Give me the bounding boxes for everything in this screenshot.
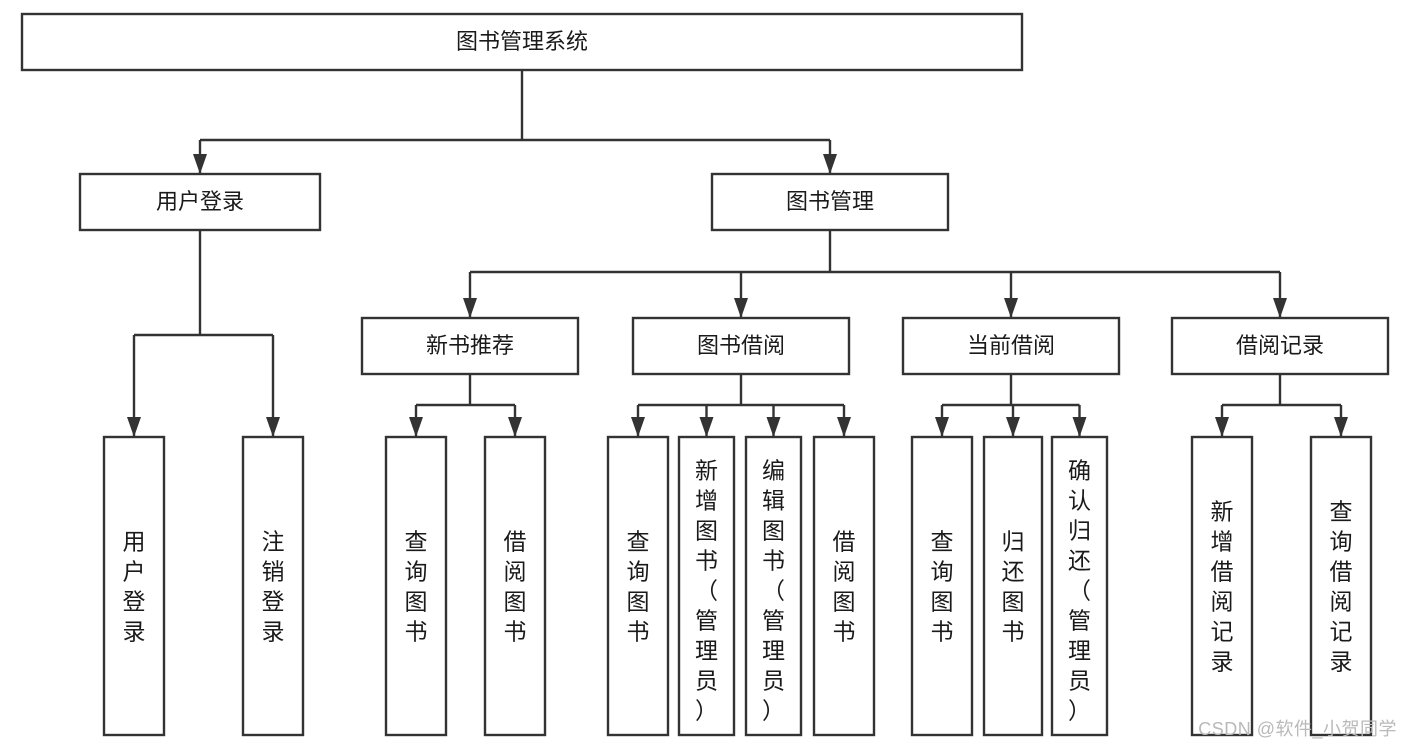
- node-box-user-login: [78, 172, 322, 232]
- node-new-book-rec[interactable]: 新书推荐: [360, 316, 580, 376]
- node-label-leaf-user-login: 用户登录: [123, 528, 146, 644]
- arrow-head-icon: [699, 417, 714, 437]
- node-root[interactable]: 图书管理系统: [20, 12, 1024, 72]
- arrow-head-icon: [766, 417, 781, 437]
- node-label-l-query-book-2: 查询图书: [627, 528, 650, 644]
- node-label-l-query-book-1: 查询图书: [405, 528, 428, 644]
- node-l-query-book-2[interactable]: 查询图书: [606, 435, 670, 737]
- node-label-book-manage: 图书管理: [786, 189, 874, 214]
- node-box-l-query-book-3: [910, 435, 974, 737]
- node-l-borrow-book-1[interactable]: 借阅图书: [483, 435, 547, 737]
- node-label-leaf-user-logout: 注销登录: [262, 528, 285, 644]
- node-label-l-borrow-book-1: 借阅图书: [504, 528, 527, 644]
- node-box-l-borrow-book-1: [483, 435, 547, 737]
- arrow-head-icon: [409, 417, 423, 437]
- node-label-current-borrow: 当前借阅: [967, 333, 1055, 358]
- node-label-l-query-book-3: 查询图书: [931, 528, 954, 644]
- node-box-l-borrow-book-2: [812, 435, 876, 737]
- node-l-add-record[interactable]: 新增借阅记录: [1190, 435, 1254, 737]
- arrow-head-icon: [266, 417, 280, 437]
- node-label-borrow-record: 借阅记录: [1236, 333, 1324, 358]
- node-l-confirm-return[interactable]: 确认归还（管理员）: [1050, 435, 1109, 737]
- arrow-head-icon: [631, 417, 645, 437]
- arrow-head-icon: [127, 417, 141, 437]
- node-book-borrow[interactable]: 图书借阅: [631, 316, 851, 376]
- node-l-borrow-book-2[interactable]: 借阅图书: [812, 435, 876, 737]
- node-label-book-borrow: 图书借阅: [697, 333, 785, 358]
- node-label-l-add-book: 新增图书（管理员）: [695, 457, 718, 723]
- arrow-head-icon: [823, 154, 837, 174]
- node-label-l-query-record: 查询借阅记录: [1330, 498, 1353, 674]
- node-l-query-record[interactable]: 查询借阅记录: [1309, 435, 1373, 737]
- node-leaf-user-logout[interactable]: 注销登录: [241, 435, 305, 737]
- node-label-l-add-record: 新增借阅记录: [1211, 498, 1234, 674]
- node-label-l-borrow-book-2: 借阅图书: [833, 528, 856, 644]
- node-box-l-confirm-return: [1050, 435, 1109, 737]
- connector-layer: [127, 70, 1348, 437]
- arrow-head-icon: [1215, 417, 1229, 437]
- node-box-l-add-record: [1190, 435, 1254, 737]
- node-l-edit-book[interactable]: 编辑图书（管理员）: [744, 435, 803, 737]
- node-box-l-return-book: [982, 435, 1044, 737]
- node-user-login[interactable]: 用户登录: [78, 172, 322, 232]
- node-layer: 图书管理系统用户登录图书管理新书推荐图书借阅当前借阅借阅记录用户登录注销登录查询…: [20, 12, 1390, 737]
- node-book-manage[interactable]: 图书管理: [710, 172, 950, 232]
- arrow-head-icon: [1072, 417, 1087, 437]
- arrow-head-icon: [508, 417, 522, 437]
- arrow-head-icon: [734, 298, 748, 318]
- node-label-user-login: 用户登录: [156, 189, 244, 214]
- node-label-l-confirm-return: 确认归还（管理员）: [1068, 457, 1091, 723]
- arrow-head-icon: [1273, 298, 1287, 318]
- node-box-l-edit-book: [744, 435, 803, 737]
- node-box-l-add-book: [677, 435, 736, 737]
- arrow-head-icon: [837, 417, 851, 437]
- node-box-root: [20, 12, 1024, 72]
- arrow-head-icon: [193, 154, 207, 174]
- node-box-l-query-record: [1309, 435, 1373, 737]
- arrow-head-icon: [1006, 417, 1020, 437]
- arrow-head-icon: [1004, 298, 1018, 318]
- node-l-add-book[interactable]: 新增图书（管理员）: [677, 435, 736, 737]
- node-box-borrow-record: [1170, 316, 1390, 376]
- node-label-l-edit-book: 编辑图书（管理员）: [762, 457, 785, 723]
- node-label-l-return-book: 归还图书: [1002, 528, 1025, 644]
- node-l-return-book[interactable]: 归还图书: [982, 435, 1044, 737]
- node-box-leaf-user-login: [102, 435, 166, 737]
- node-box-current-borrow: [901, 316, 1121, 376]
- node-borrow-record[interactable]: 借阅记录: [1170, 316, 1390, 376]
- node-box-l-query-book-1: [384, 435, 448, 737]
- node-label-root: 图书管理系统: [456, 29, 588, 54]
- node-l-query-book-3[interactable]: 查询图书: [910, 435, 974, 737]
- node-l-query-book-1[interactable]: 查询图书: [384, 435, 448, 737]
- arrow-head-icon: [935, 417, 949, 437]
- node-box-new-book-rec: [360, 316, 580, 376]
- node-box-book-borrow: [631, 316, 851, 376]
- node-box-book-manage: [710, 172, 950, 232]
- node-label-new-book-rec: 新书推荐: [426, 333, 514, 358]
- node-box-l-query-book-2: [606, 435, 670, 737]
- node-current-borrow[interactable]: 当前借阅: [901, 316, 1121, 376]
- node-box-leaf-user-logout: [241, 435, 305, 737]
- arrow-head-icon: [463, 298, 477, 318]
- arrow-head-icon: [1334, 417, 1348, 437]
- node-leaf-user-login[interactable]: 用户登录: [102, 435, 166, 737]
